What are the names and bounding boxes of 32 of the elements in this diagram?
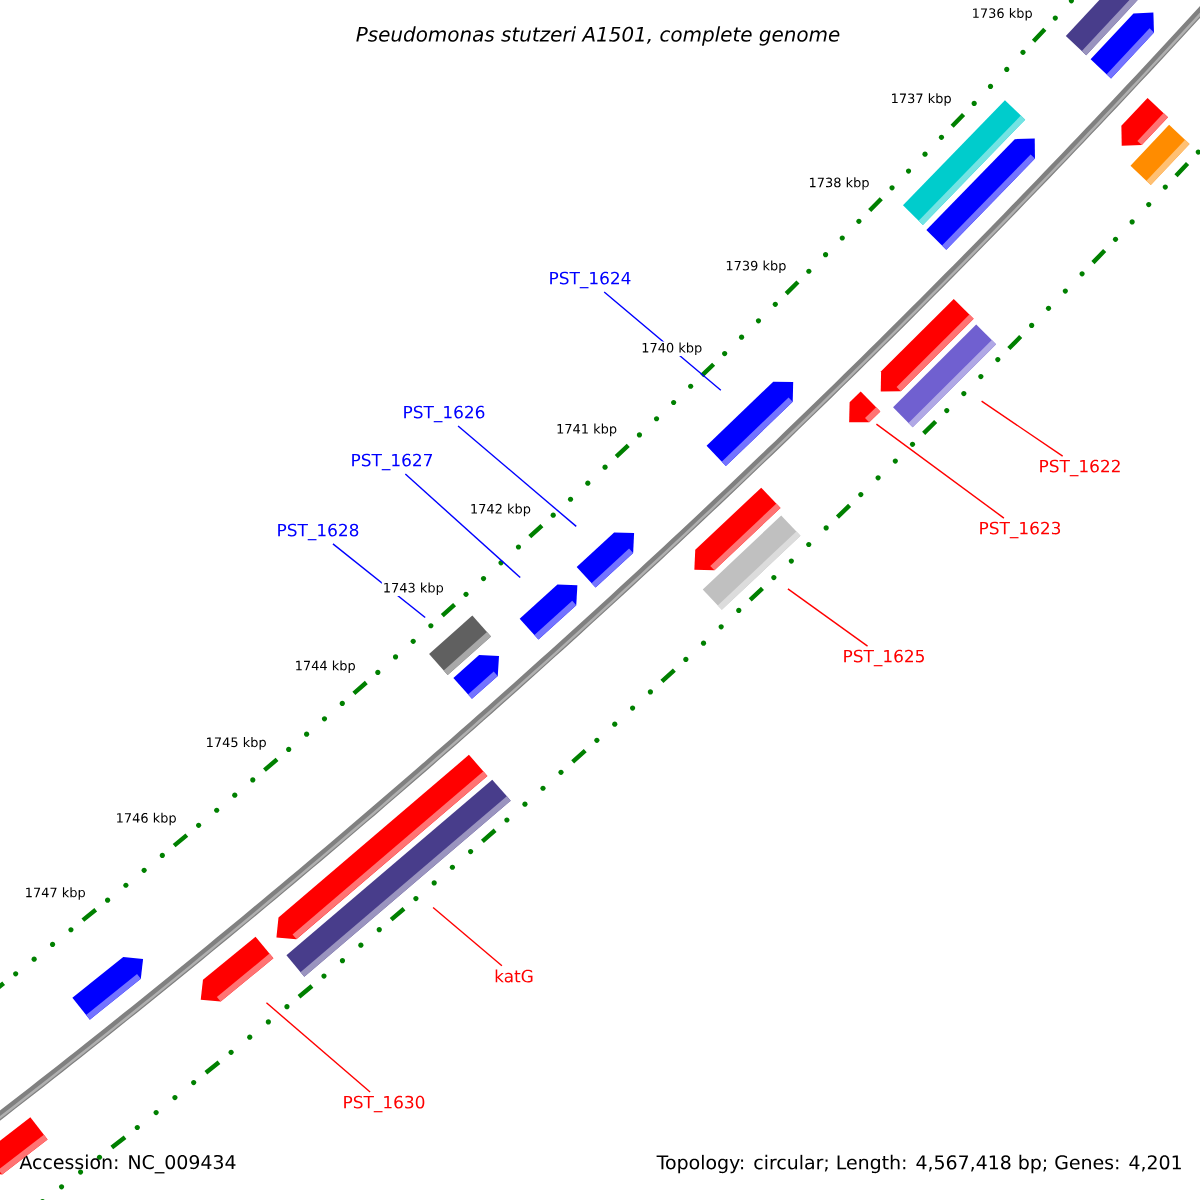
gene-feature [519,584,578,640]
gene-feature [276,754,488,940]
gene-label: PST_1630 [344,1095,425,1113]
gene-feature [72,957,144,1020]
leader-line [875,423,1005,519]
gene-feature [1130,124,1190,185]
leader-line [980,400,1064,457]
gene-label: PST_1624 [550,271,631,289]
gene-feature [453,655,500,699]
gene-label: PST_1622 [1040,459,1120,477]
gene-feature [200,936,274,1002]
gene-feature [1090,12,1154,79]
gene-feature [926,138,1035,250]
title: Pseudomonas stutzeri A1501, complete genome [356,26,840,46]
genome-info-text: Topology: circular; Length: 4,567,418 bp; Genes: 4,201 [656,1154,1181,1174]
leader-line [404,473,521,579]
gene-label: PST_1628 [278,523,359,541]
gene-feature [706,381,794,466]
leader-line [432,906,503,967]
gene-feature [849,391,881,423]
leader-line [457,425,577,528]
gene-label: PST_1626 [404,405,485,423]
gene-label: katG [495,969,533,983]
gene-label: PST_1623 [980,521,1061,539]
gene-feature [576,532,635,588]
gene-feature [694,487,781,571]
gene-feature [880,298,974,392]
accession-text: Accession: NC_009434 [19,1154,236,1174]
leader-line [265,1002,371,1093]
gene-label: PST_1627 [352,453,432,471]
leader-line [787,588,869,647]
gene-label: PST_1625 [844,649,924,667]
